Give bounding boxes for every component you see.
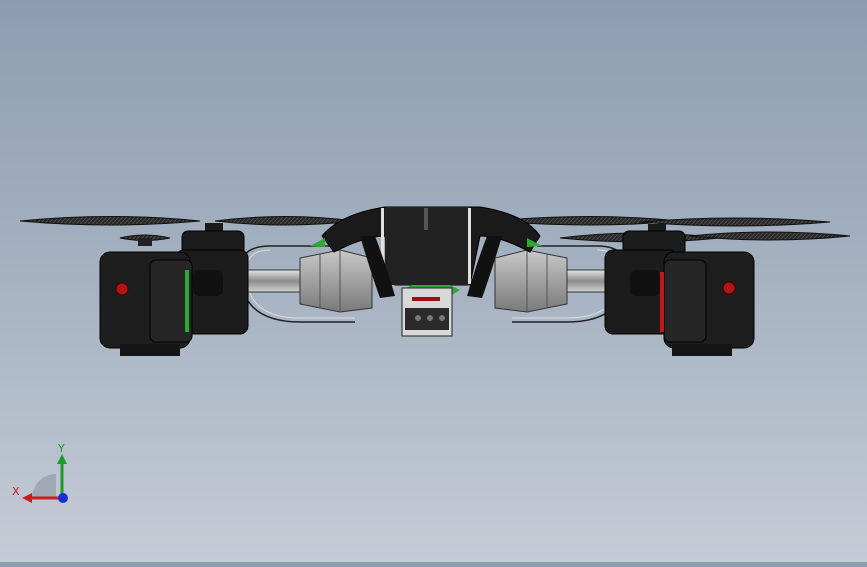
led-left	[115, 282, 129, 296]
camera-gimbal	[401, 287, 453, 337]
triad-plane-shade	[32, 474, 56, 498]
motor-pod-left	[99, 230, 249, 356]
x-axis-label: X	[12, 485, 20, 498]
arm-indicator-green	[185, 270, 189, 332]
y-axis-label: Y	[57, 442, 65, 455]
propeller-rear-left	[119, 234, 171, 246]
coordinate-triad: Y X	[10, 440, 90, 510]
motor-pod-right	[604, 230, 755, 356]
z-axis-dot	[58, 493, 68, 503]
arm-indicator-red	[660, 272, 664, 332]
propeller-front-left	[19, 216, 356, 233]
propeller-rear-right	[559, 231, 851, 243]
arm-mount-left	[299, 249, 373, 313]
led-right	[722, 281, 736, 295]
arm-mount-right	[494, 249, 568, 313]
drone-body	[310, 206, 542, 298]
